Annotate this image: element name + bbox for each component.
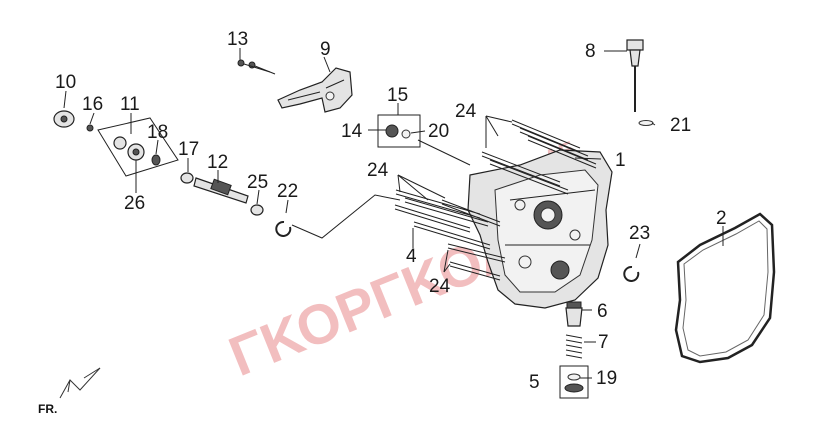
part-label-24c: 24: [429, 276, 451, 297]
part-label-6: 6: [597, 301, 608, 322]
part-label-14: 14: [341, 121, 363, 142]
part-label-2: 2: [716, 208, 727, 229]
crankcase-cover: [467, 149, 613, 309]
plug-14-20: [377, 114, 471, 166]
dipstick: [626, 39, 654, 126]
part-label-22: 22: [277, 181, 298, 202]
part-label-4: 4: [406, 246, 417, 267]
part-label-13: 13: [227, 29, 248, 50]
leader-lines: [63, 48, 724, 379]
part-label-24b: 24: [367, 160, 389, 181]
cover-gasket: [674, 212, 776, 364]
part-labels: 1 2 4 5 6 7 8 9 10 11 12 13 14 15 16 17 …: [55, 29, 727, 393]
part-label-21: 21: [670, 115, 691, 136]
part-label-10: 10: [55, 72, 76, 93]
part-label-20: 20: [428, 121, 449, 142]
screws-13: [237, 59, 276, 75]
part-label-5: 5: [529, 372, 540, 393]
direction-label: FR.: [38, 402, 57, 416]
circlip-22: [275, 220, 292, 237]
drain-plug-set: [559, 301, 589, 399]
part-label-11: 11: [120, 94, 140, 115]
shaft-group: [53, 110, 401, 239]
part-label-7: 7: [598, 332, 609, 353]
part-label-24a: 24: [455, 101, 477, 122]
part-label-1: 1: [615, 150, 626, 171]
bracket: [277, 67, 353, 113]
direction-arrow: FR.: [38, 367, 101, 416]
bolts-upper: [481, 119, 597, 195]
part-label-16: 16: [82, 94, 103, 115]
part-label-25: 25: [247, 172, 268, 193]
bolts-middle: [394, 189, 501, 233]
bolts-lower: [447, 243, 506, 281]
part-label-8: 8: [585, 41, 596, 62]
part-label-23: 23: [629, 223, 650, 244]
part-label-17: 17: [178, 139, 199, 160]
circlip-23: [623, 265, 640, 282]
part-label-26: 26: [124, 193, 145, 214]
bolt-4: [413, 221, 491, 250]
part-label-19: 19: [596, 368, 617, 389]
part-label-18: 18: [147, 122, 168, 143]
part-label-12: 12: [207, 152, 228, 173]
part-label-15: 15: [387, 85, 408, 106]
part-label-9: 9: [320, 39, 331, 60]
